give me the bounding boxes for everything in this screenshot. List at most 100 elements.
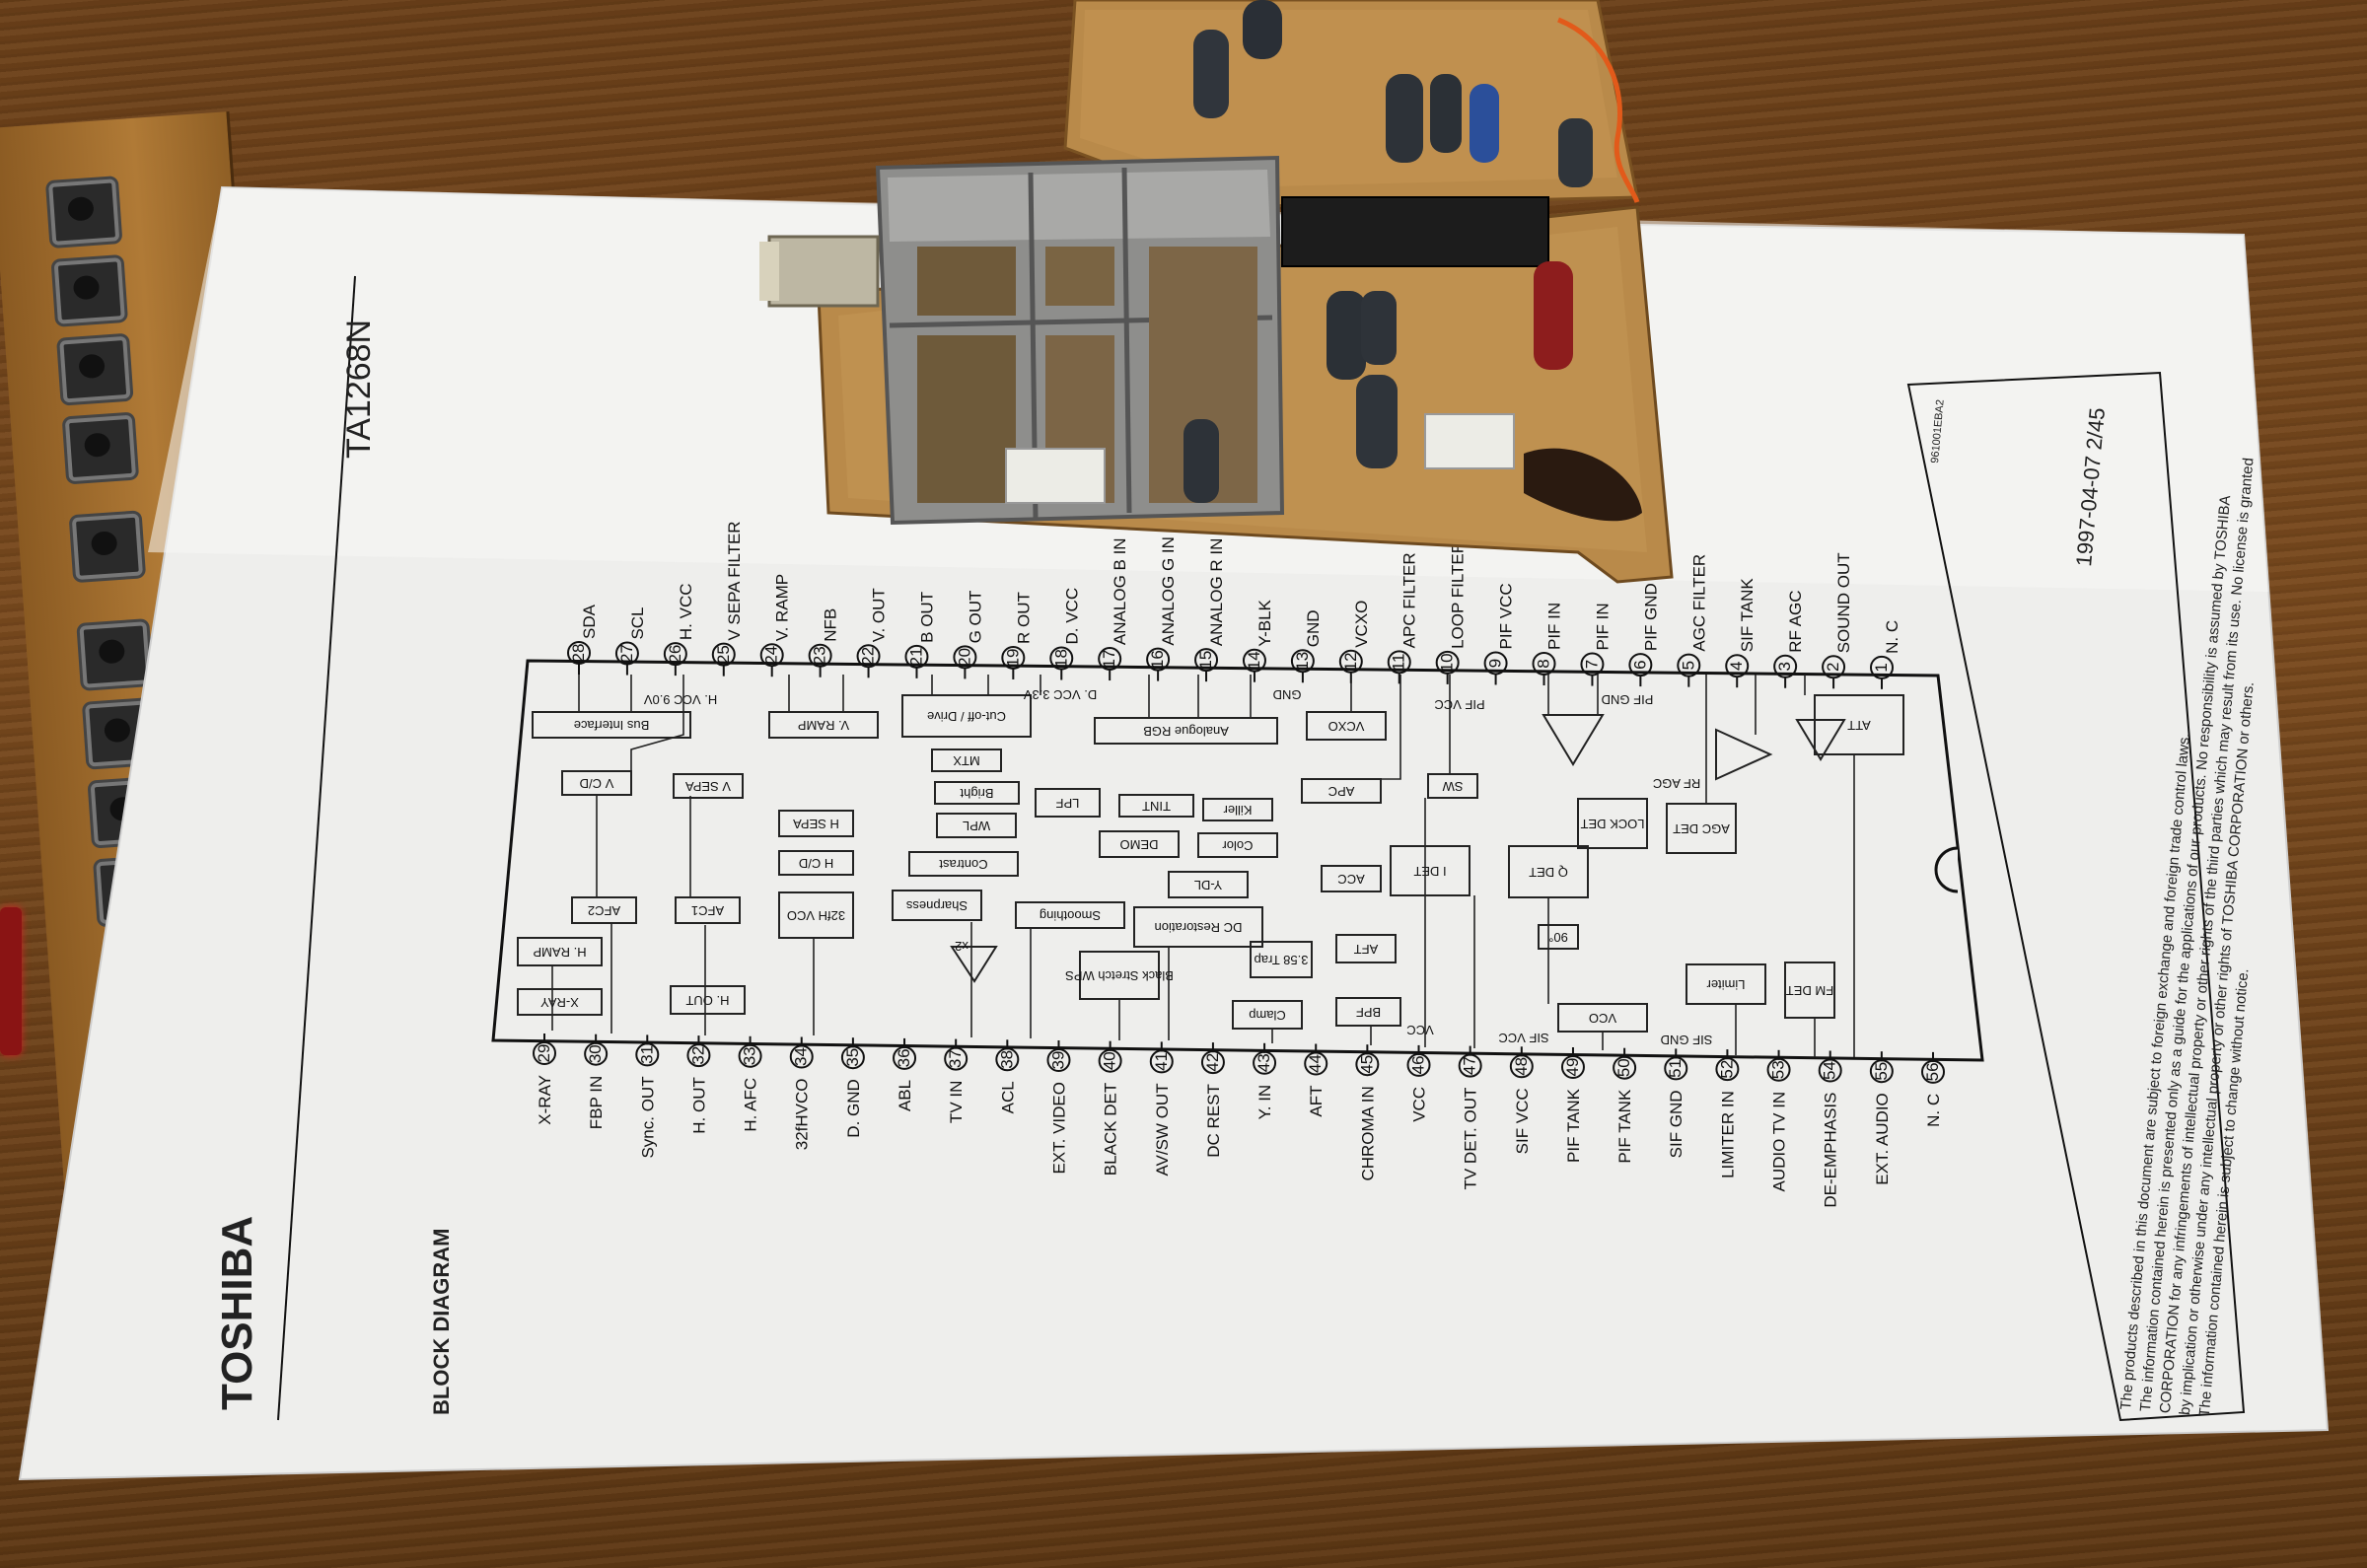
brand-logo: TOSHIBA xyxy=(213,1216,261,1410)
pin-number: 33 xyxy=(741,1046,759,1065)
function-block-label: Bus Interface xyxy=(574,718,650,733)
pin-number-circle xyxy=(1921,1059,1945,1084)
pin-number: 21 xyxy=(906,647,925,666)
pin-label: ANALOG G IN xyxy=(1159,536,1178,646)
function-block-label: X-RAY xyxy=(540,995,579,1010)
pin-number: 5 xyxy=(1679,661,1697,670)
pin-label: APC FILTER xyxy=(1400,552,1419,648)
function-block-label: Clamp xyxy=(1249,1008,1286,1023)
function-block-label: Color xyxy=(1222,838,1254,853)
function-block xyxy=(936,813,1017,838)
pin-number: 41 xyxy=(1152,1052,1171,1071)
pin-number: 16 xyxy=(1148,650,1167,669)
pin-number: 19 xyxy=(1003,648,1022,667)
function-block-label: AFC1 xyxy=(691,903,724,918)
pin-number: 55 xyxy=(1872,1062,1891,1081)
function-block xyxy=(1577,798,1648,849)
function-block-label: VCO xyxy=(1589,1011,1616,1026)
function-block-label: V SEPA xyxy=(685,779,731,794)
pin-number-circle xyxy=(1715,1057,1740,1082)
function-block xyxy=(1094,717,1278,745)
pin-number-circle xyxy=(686,1043,711,1068)
pin-label: AV/SW OUT xyxy=(1153,1083,1172,1176)
pin-number: 47 xyxy=(1461,1056,1479,1075)
pin-number: 30 xyxy=(586,1044,605,1063)
function-block xyxy=(1686,963,1766,1005)
supply-label: D. VCC 3.3V xyxy=(1023,687,1097,702)
function-block xyxy=(675,896,741,924)
pin-label: Sync. OUT xyxy=(638,1076,657,1158)
supply-label: PIF VCC xyxy=(1434,697,1484,712)
pin-number: 29 xyxy=(535,1044,553,1063)
supply-label: VCC xyxy=(1406,1023,1433,1037)
pin-label: GND xyxy=(1304,609,1323,647)
function-block-label: I DET xyxy=(1413,864,1446,879)
pin-number: 4 xyxy=(1727,661,1746,670)
pin-number: 44 xyxy=(1306,1054,1325,1073)
supply-label: SIF VCC xyxy=(1498,1031,1548,1045)
pin-number: 43 xyxy=(1255,1053,1273,1072)
pin-number-circle xyxy=(995,1047,1020,1072)
function-block xyxy=(1335,934,1397,963)
pin-number-circle xyxy=(738,1043,762,1068)
function-block-label: Sharpness xyxy=(905,898,968,913)
pin-number: 28 xyxy=(569,644,588,663)
function-block xyxy=(908,851,1019,877)
pin-label: V. RAMP xyxy=(773,574,792,641)
pin-label: TV DET. OUT xyxy=(1462,1088,1480,1190)
pin-number-circle xyxy=(1766,1057,1791,1082)
pin-number: 45 xyxy=(1357,1055,1376,1074)
pin-number: 7 xyxy=(1582,660,1601,669)
pin-number: 26 xyxy=(666,645,684,664)
function-block-label: AGC DET xyxy=(1673,821,1730,836)
main-ic-chip xyxy=(1281,196,1549,267)
function-block xyxy=(1168,871,1249,898)
pin-number: 49 xyxy=(1563,1058,1582,1077)
pin-number: 8 xyxy=(1535,659,1553,668)
pin-number-circle xyxy=(1458,1053,1482,1078)
doc-code: 961001EBA2 xyxy=(1929,399,1947,464)
pin-label: VCC xyxy=(1410,1087,1429,1122)
pin-label: D. GND xyxy=(844,1079,863,1138)
pin-number: 14 xyxy=(1245,651,1263,670)
pin-label: PIF VCC xyxy=(1497,583,1516,649)
pin-number-circle xyxy=(1149,1049,1174,1074)
function-block-label: Limiter xyxy=(1706,977,1746,992)
function-block xyxy=(1390,845,1470,896)
pin-number: 13 xyxy=(1293,652,1312,671)
pin-number: 52 xyxy=(1717,1060,1736,1079)
pin-number: 17 xyxy=(1100,650,1118,669)
function-block xyxy=(1427,773,1478,799)
pin-number: 56 xyxy=(1923,1062,1942,1081)
function-block xyxy=(778,810,854,837)
pin-number: 6 xyxy=(1630,660,1649,669)
pin-label: PIF TANK xyxy=(1564,1088,1583,1163)
pin-label: 32fHVCO xyxy=(793,1079,812,1151)
pin-number-circle xyxy=(1560,1055,1585,1079)
pin-number: 51 xyxy=(1666,1059,1685,1078)
pin-label: SDA xyxy=(580,604,599,639)
pin-number: 3 xyxy=(1775,662,1794,671)
pin-number-circle xyxy=(1304,1051,1328,1076)
pin-label: LIMITER IN xyxy=(1718,1091,1737,1178)
function-block-label: LOCK DET xyxy=(1580,817,1644,831)
pin-label: EXT. VIDEO xyxy=(1049,1082,1068,1175)
function-block xyxy=(673,773,744,799)
pin-label: SIF GND xyxy=(1667,1090,1686,1158)
function-block xyxy=(901,694,1032,738)
pin-label: H. AFC xyxy=(742,1078,760,1132)
pin-label: PIF IN xyxy=(1545,603,1564,650)
function-block-label: TINT xyxy=(1142,799,1171,814)
supply-label: H. VCC 9.0V xyxy=(643,692,717,707)
pin-label: ANALOG R IN xyxy=(1207,538,1226,647)
pin-label: R OUT xyxy=(1014,592,1033,644)
pin-number: 50 xyxy=(1614,1058,1633,1077)
function-block xyxy=(670,985,746,1015)
function-block-label: ACC xyxy=(1337,872,1364,887)
